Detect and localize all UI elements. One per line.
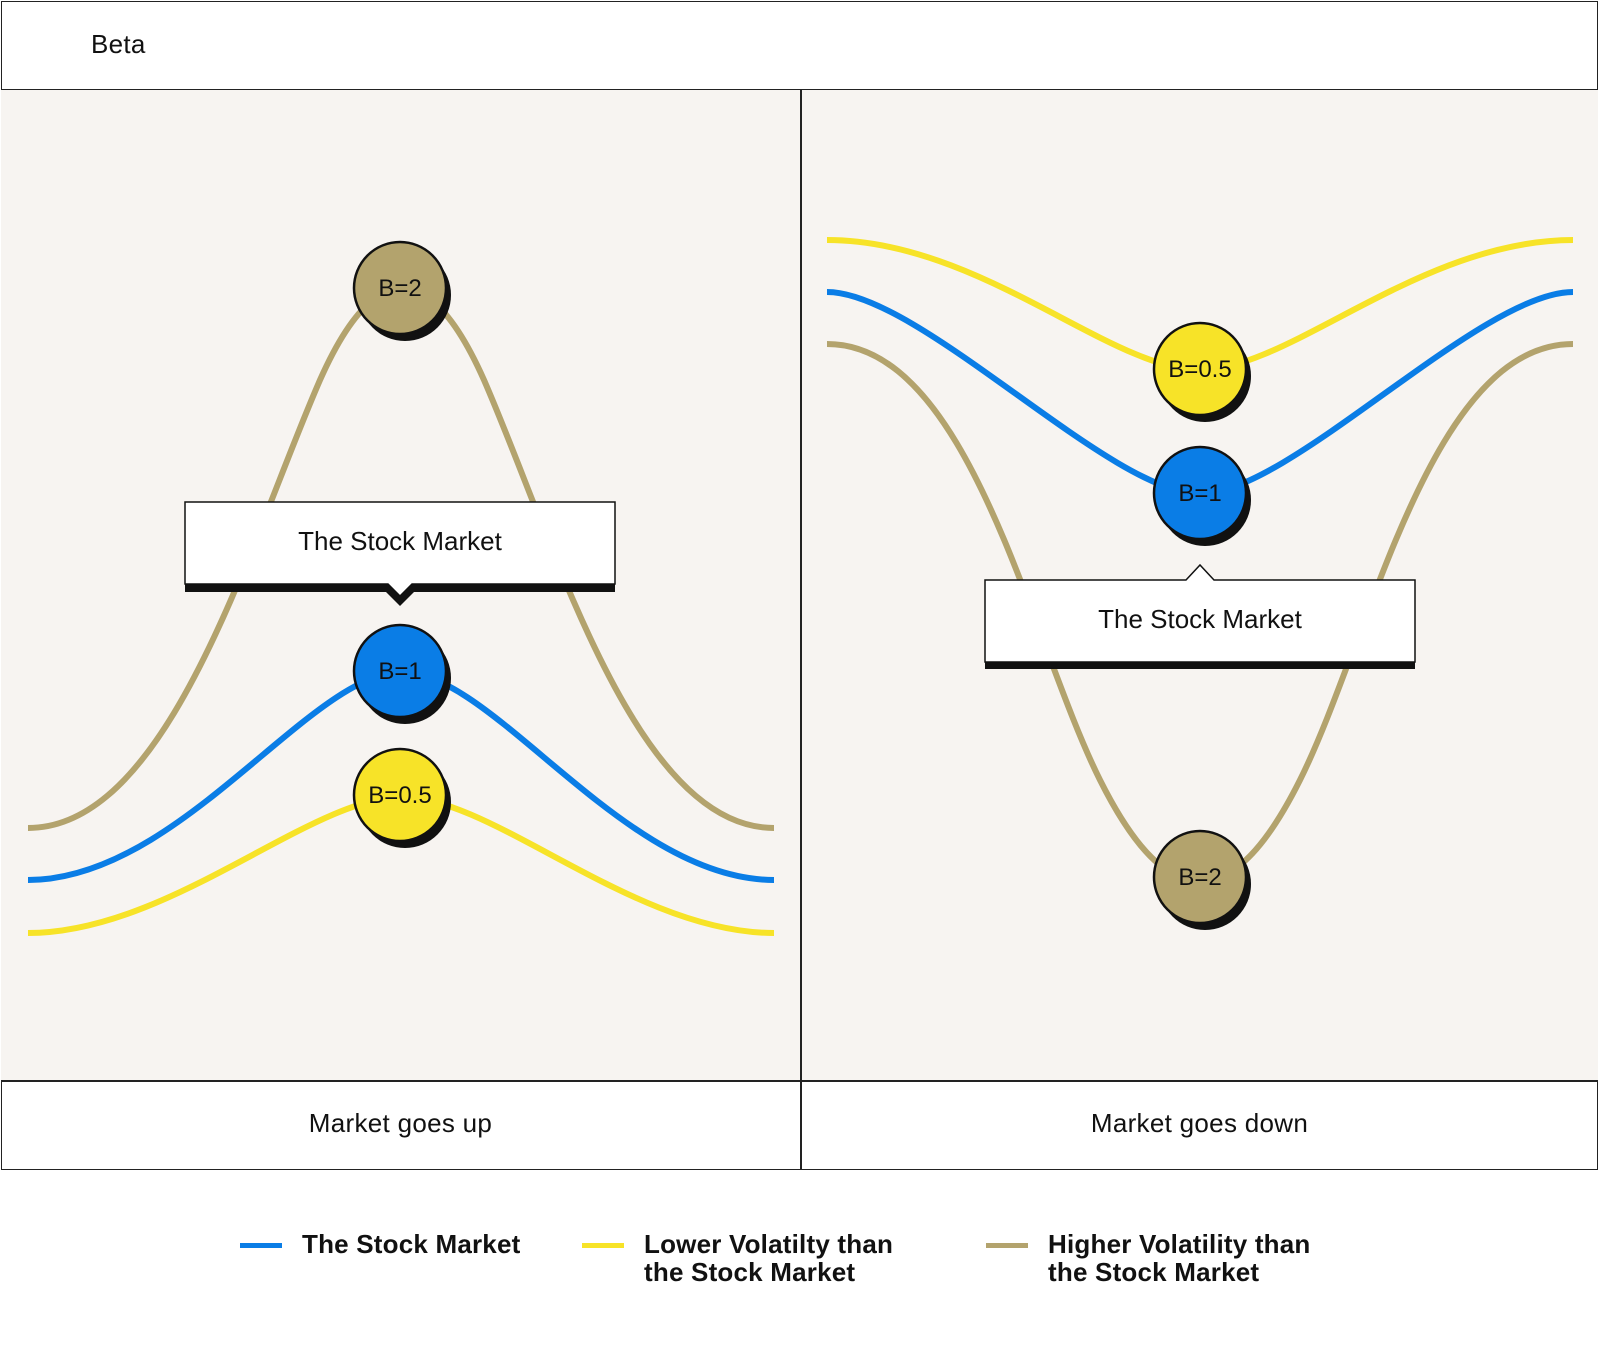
callout-down-box bbox=[984, 563, 1416, 663]
footer-divider bbox=[1, 1080, 1598, 1082]
legend-label-higher: Higher Volatility than the Stock Market bbox=[1048, 1229, 1311, 1287]
legend-swatch-lower bbox=[582, 1243, 624, 1248]
header: Beta bbox=[1, 1, 1598, 90]
legend-swatch-market bbox=[240, 1243, 282, 1248]
legend-label-market: The Stock Market bbox=[302, 1229, 521, 1259]
node-higher-down: B=2 bbox=[1152, 829, 1251, 930]
legend-label-lower: Lower Volatilty than the Stock Market bbox=[644, 1229, 894, 1287]
svg-text:B=2: B=2 bbox=[378, 275, 421, 302]
node-market-down: B=1 bbox=[1152, 445, 1251, 546]
callout-market-down: The Stock Market bbox=[984, 563, 1416, 669]
page-title: Beta bbox=[91, 29, 146, 59]
caption-market-down: Market goes down bbox=[1090, 1108, 1309, 1138]
callout-up-text: The Stock Market bbox=[298, 526, 503, 556]
panel-divider bbox=[800, 90, 802, 1170]
node-lower-up: B=0.5 bbox=[352, 747, 451, 848]
node-higher-up: B=2 bbox=[352, 240, 451, 341]
svg-text:B=0.5: B=0.5 bbox=[368, 782, 431, 809]
svg-text:B=1: B=1 bbox=[378, 658, 421, 685]
svg-text:B=2: B=2 bbox=[1178, 864, 1221, 891]
node-lower-down: B=0.5 bbox=[1152, 321, 1251, 422]
caption-market-up: Market goes up bbox=[308, 1108, 493, 1138]
callout-down-text: The Stock Market bbox=[1098, 604, 1303, 634]
callout-up-box bbox=[184, 501, 616, 598]
legend-swatch-higher bbox=[986, 1243, 1028, 1248]
svg-text:B=0.5: B=0.5 bbox=[1168, 356, 1231, 383]
svg-text:B=1: B=1 bbox=[1178, 480, 1221, 507]
node-market-up: B=1 bbox=[352, 623, 451, 724]
callout-market-up: The Stock Market bbox=[184, 501, 616, 606]
